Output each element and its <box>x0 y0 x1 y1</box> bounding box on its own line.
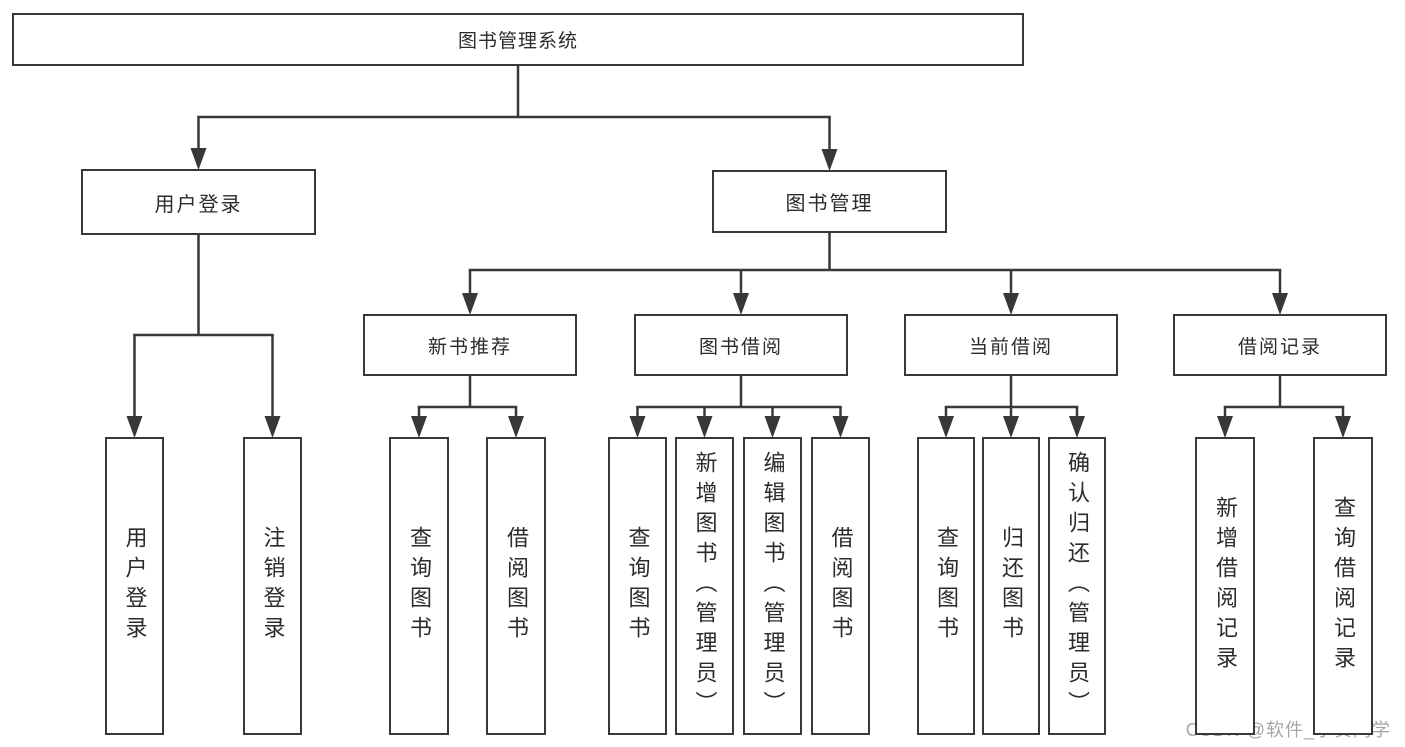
node-br-add: 新增借阅记录 <box>1195 437 1255 735</box>
node-label-user-login-module: 用户登录 <box>154 193 243 216</box>
node-label-cb-return: 归还图书 <box>999 526 1024 646</box>
node-label-current-borrow: 当前借阅 <box>968 336 1053 358</box>
node-label-user-login: 用户登录 <box>122 526 148 646</box>
node-book-borrow: 图书借阅 <box>634 314 848 376</box>
node-nbr-query: 查询图书 <box>389 437 449 735</box>
node-current-borrow: 当前借阅 <box>904 314 1118 376</box>
node-new-book-rec: 新书推荐 <box>363 314 577 376</box>
node-label-br-add: 新增借阅记录 <box>1213 496 1238 676</box>
node-label-system: 图书管理系统 <box>457 31 578 52</box>
node-cb-return: 归还图书 <box>982 437 1040 735</box>
node-cb-confirm: 确认归还（管理员） <box>1048 437 1106 735</box>
node-label-bb-borrow: 借阅图书 <box>828 526 854 646</box>
node-logout: 注销登录 <box>243 437 302 735</box>
node-user-login: 用户登录 <box>105 437 164 735</box>
node-label-borrow-records: 借阅记录 <box>1237 336 1322 358</box>
node-label-book-mgmt: 图书管理 <box>785 193 874 215</box>
node-label-nbr-query: 查询图书 <box>407 526 432 646</box>
node-label-cb-confirm: 确认归还（管理员） <box>1065 451 1090 721</box>
node-bb-borrow: 借阅图书 <box>811 437 870 735</box>
node-label-br-query: 查询借阅记录 <box>1331 496 1356 676</box>
node-label-new-book-rec: 新书推荐 <box>427 336 512 358</box>
node-label-logout: 注销登录 <box>260 526 286 646</box>
node-bb-edit: 编辑图书（管理员） <box>743 437 802 735</box>
node-bb-query: 查询图书 <box>608 437 667 735</box>
node-nbr-borrow: 借阅图书 <box>486 437 546 735</box>
node-label-bb-add: 新增图书（管理员） <box>692 451 718 721</box>
node-br-query: 查询借阅记录 <box>1313 437 1373 735</box>
node-borrow-records: 借阅记录 <box>1173 314 1387 376</box>
node-label-bb-query: 查询图书 <box>625 526 651 646</box>
node-label-nbr-borrow: 借阅图书 <box>504 526 529 646</box>
node-bb-add: 新增图书（管理员） <box>675 437 734 735</box>
node-cb-query: 查询图书 <box>917 437 975 735</box>
node-label-bb-edit: 编辑图书（管理员） <box>760 451 786 721</box>
node-book-mgmt: 图书管理 <box>712 170 947 233</box>
node-system: 图书管理系统 <box>12 13 1024 66</box>
node-user-login-module: 用户登录 <box>81 169 316 235</box>
node-label-book-borrow: 图书借阅 <box>698 336 783 358</box>
node-label-cb-query: 查询图书 <box>934 526 959 646</box>
